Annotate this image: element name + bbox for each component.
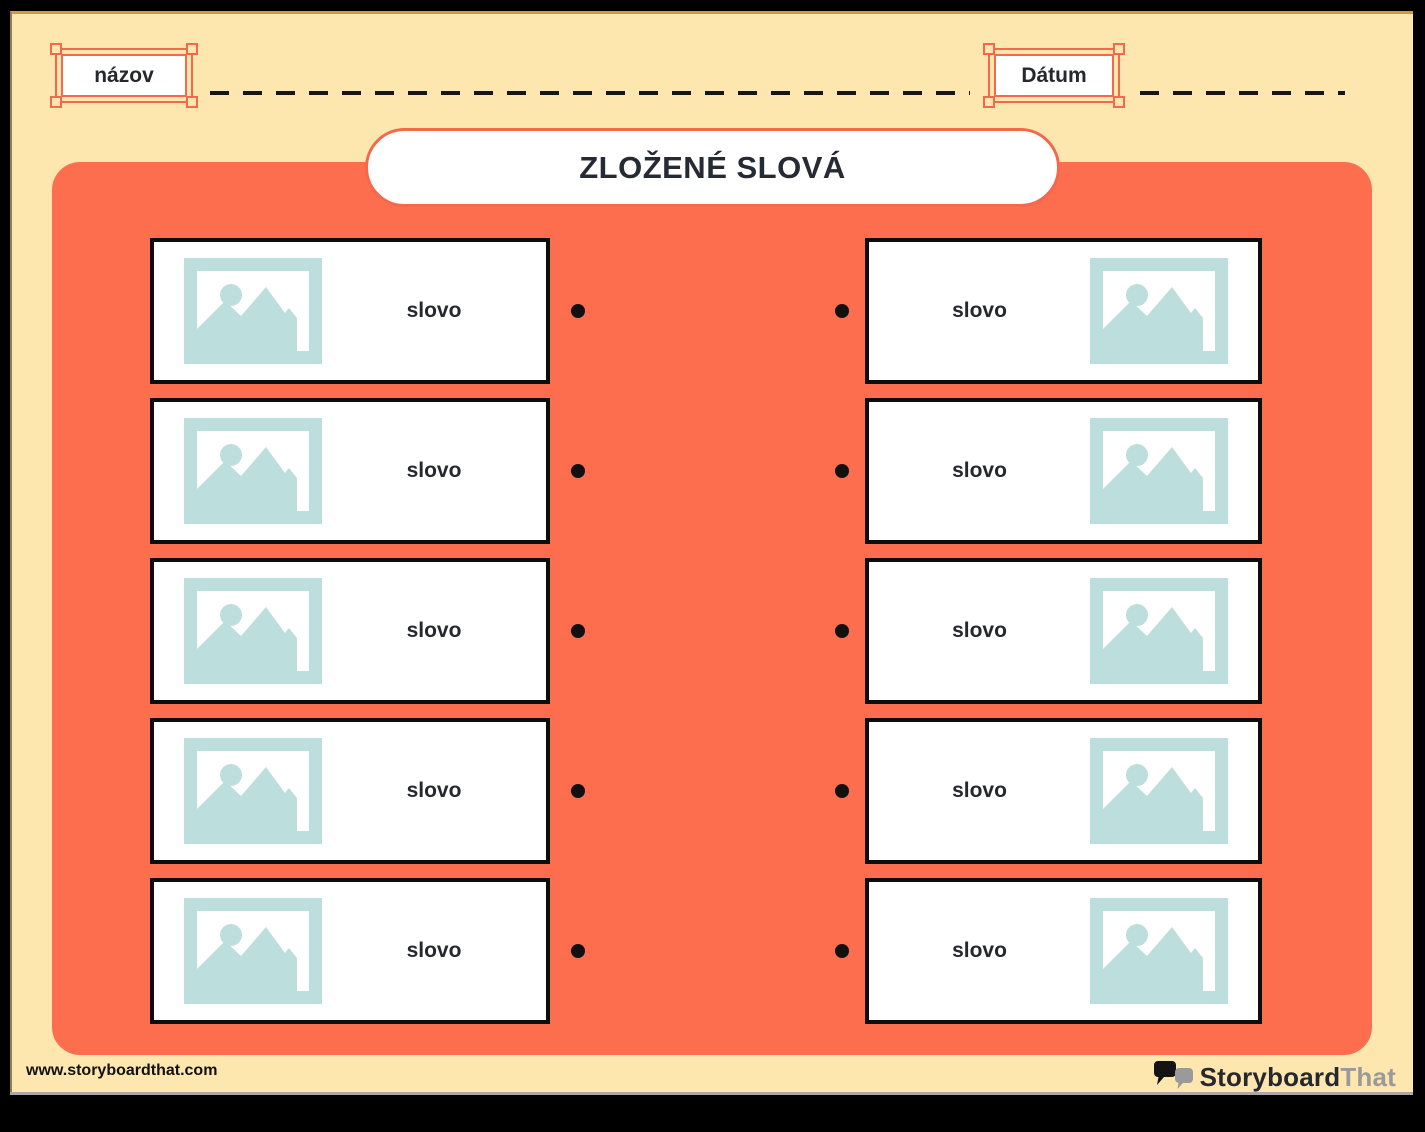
page-title: ZLOŽENÉ SLOVÁ [579, 149, 846, 185]
word-label[interactable]: slovo [406, 299, 462, 322]
word-label[interactable]: slovo [406, 779, 462, 802]
name-write-line [210, 91, 970, 95]
word-card-right-4[interactable]: slovo [865, 718, 1262, 864]
selection-handle[interactable] [983, 43, 995, 55]
match-dot-right-4[interactable] [835, 784, 849, 798]
selection-handle[interactable] [186, 43, 198, 55]
image-placeholder-icon[interactable] [184, 418, 322, 524]
name-field-label: názov [61, 54, 187, 97]
word-card-left-3[interactable]: slovo [150, 558, 550, 704]
selection-handle[interactable] [50, 96, 62, 108]
match-dot-right-1[interactable] [835, 304, 849, 318]
word-card-left-5[interactable]: slovo [150, 878, 550, 1024]
match-dot-right-3[interactable] [835, 624, 849, 638]
word-label[interactable]: slovo [952, 299, 1007, 322]
image-placeholder-icon[interactable] [1090, 738, 1228, 844]
image-placeholder-icon[interactable] [184, 898, 322, 1004]
word-label[interactable]: slovo [952, 779, 1007, 802]
word-card-right-2[interactable]: slovo [865, 398, 1262, 544]
title-banner[interactable]: ZLOŽENÉ SLOVÁ [365, 128, 1060, 207]
logo-text-secondary: That [1340, 1061, 1396, 1092]
storyboardthat-logo: StoryboardThat [1152, 1057, 1396, 1097]
image-placeholder-icon[interactable] [1090, 898, 1228, 1004]
word-label[interactable]: slovo [406, 939, 462, 962]
selection-handle[interactable] [50, 43, 62, 55]
match-dot-right-2[interactable] [835, 464, 849, 478]
word-card-right-5[interactable]: slovo [865, 878, 1262, 1024]
word-label[interactable]: slovo [406, 619, 462, 642]
date-write-line [1140, 91, 1345, 95]
date-field[interactable]: Dátum [983, 43, 1125, 108]
name-field[interactable]: názov [50, 43, 198, 108]
website-url: www.storyboardthat.com [26, 1062, 218, 1079]
word-card-left-1[interactable]: slovo [150, 238, 550, 384]
match-dot-left-3[interactable] [571, 624, 585, 638]
speech-bubbles-icon [1153, 1061, 1193, 1089]
word-card-right-1[interactable]: slovo [865, 238, 1262, 384]
selection-handle[interactable] [1113, 96, 1125, 108]
match-dot-left-4[interactable] [571, 784, 585, 798]
logo-text: StoryboardThat [1200, 1062, 1396, 1093]
word-card-left-4[interactable]: slovo [150, 718, 550, 864]
image-placeholder-icon[interactable] [184, 738, 322, 844]
image-placeholder-icon[interactable] [1090, 418, 1228, 524]
word-label[interactable]: slovo [952, 459, 1007, 482]
word-label[interactable]: slovo [952, 619, 1007, 642]
match-dot-right-5[interactable] [835, 944, 849, 958]
match-dot-left-1[interactable] [571, 304, 585, 318]
image-placeholder-icon[interactable] [184, 578, 322, 684]
logo-text-primary: Storyboard [1199, 1061, 1341, 1092]
date-field-label: Dátum [994, 54, 1114, 97]
word-card-left-2[interactable]: slovo [150, 398, 550, 544]
image-placeholder-icon[interactable] [184, 258, 322, 364]
selection-handle[interactable] [1113, 43, 1125, 55]
selection-handle[interactable] [983, 96, 995, 108]
image-placeholder-icon[interactable] [1090, 578, 1228, 684]
selection-handle[interactable] [186, 96, 198, 108]
word-label[interactable]: slovo [406, 459, 462, 482]
match-dot-left-2[interactable] [571, 464, 585, 478]
word-label[interactable]: slovo [952, 939, 1007, 962]
worksheet-page: názov Dátum ZLOŽENÉ SLOVÁ slovo slovo sl… [10, 11, 1413, 1092]
match-dot-left-5[interactable] [571, 944, 585, 958]
word-card-right-3[interactable]: slovo [865, 558, 1262, 704]
image-placeholder-icon[interactable] [1090, 258, 1228, 364]
